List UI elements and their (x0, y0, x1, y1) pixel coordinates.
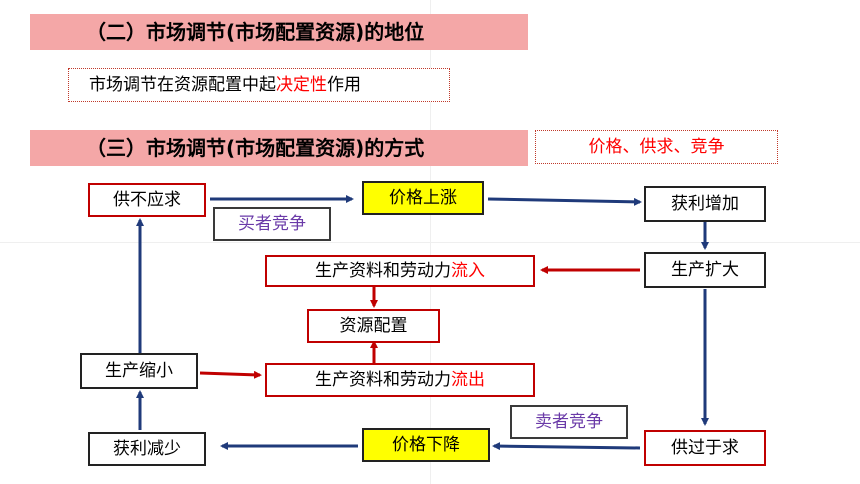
regulation-methods: 价格、供求、竞争 (535, 130, 778, 164)
grid-line (430, 0, 431, 484)
inflow-highlight: 流入 (451, 261, 485, 281)
node-production-expand: 生产扩大 (644, 252, 766, 288)
role-statement-highlight: 决定性 (276, 75, 327, 95)
outflow-prefix: 生产资料和劳动力 (315, 370, 451, 390)
node-resource-allocation: 资源配置 (307, 309, 440, 343)
section3-title: （三）市场调节(市场配置资源)的方式 (30, 130, 528, 166)
node-profit-increase: 获利增加 (644, 186, 766, 222)
node-price-rise: 价格上涨 (362, 181, 484, 215)
node-profit-decrease: 获利减少 (88, 432, 206, 466)
inflow-prefix: 生产资料和劳动力 (315, 261, 451, 281)
outflow-highlight: 流出 (451, 370, 485, 390)
node-supply-short: 供不应求 (88, 183, 206, 217)
node-seller-competition: 卖者竞争 (510, 405, 628, 439)
role-statement-prefix: 市场调节在资源配置中起 (89, 75, 276, 95)
arrow-excess-to-price-fall (492, 442, 641, 451)
node-price-fall: 价格下降 (362, 428, 490, 462)
role-statement: 市场调节在资源配置中起决定性作用 (68, 68, 450, 102)
node-factor-inflow: 生产资料和劳动力流入 (265, 255, 535, 287)
role-statement-suffix: 作用 (327, 75, 361, 95)
node-production-shrink: 生产缩小 (80, 353, 198, 389)
node-factor-outflow: 生产资料和劳动力流出 (265, 363, 535, 397)
node-buyer-competition: 买者竞争 (213, 207, 331, 241)
node-supply-excess: 供过于求 (644, 430, 766, 466)
arrow-shrink-to-outflow (199, 370, 262, 379)
arrow-price-rise-to-profit (487, 197, 642, 206)
section2-title: （二）市场调节(市场配置资源)的地位 (30, 14, 528, 50)
